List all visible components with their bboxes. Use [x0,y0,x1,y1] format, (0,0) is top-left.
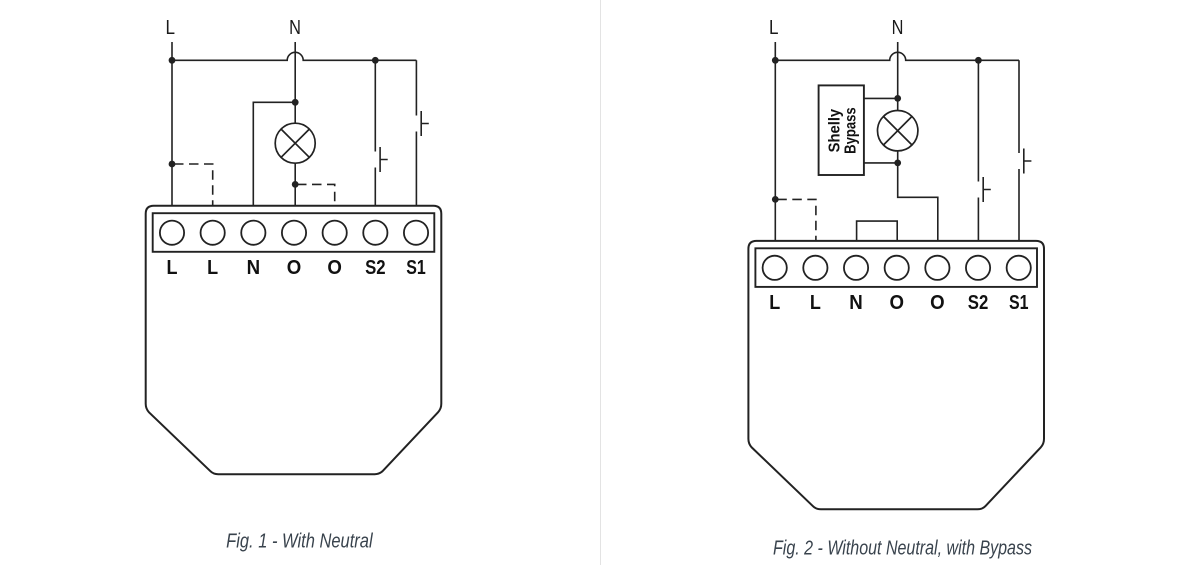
svg-text:Bypass: Bypass [842,107,859,154]
svg-text:L: L [166,17,176,39]
svg-text:L: L [769,17,779,39]
svg-text:N: N [289,17,301,39]
svg-text:Shelly: Shelly [827,108,844,152]
svg-text:Fig. 1 - With Neutral: Fig. 1 - With Neutral [226,531,373,553]
svg-text:N: N [892,17,904,39]
svg-text:Fig. 2 - Without Neutral, with: Fig. 2 - Without Neutral, with Bypass [773,538,1032,560]
